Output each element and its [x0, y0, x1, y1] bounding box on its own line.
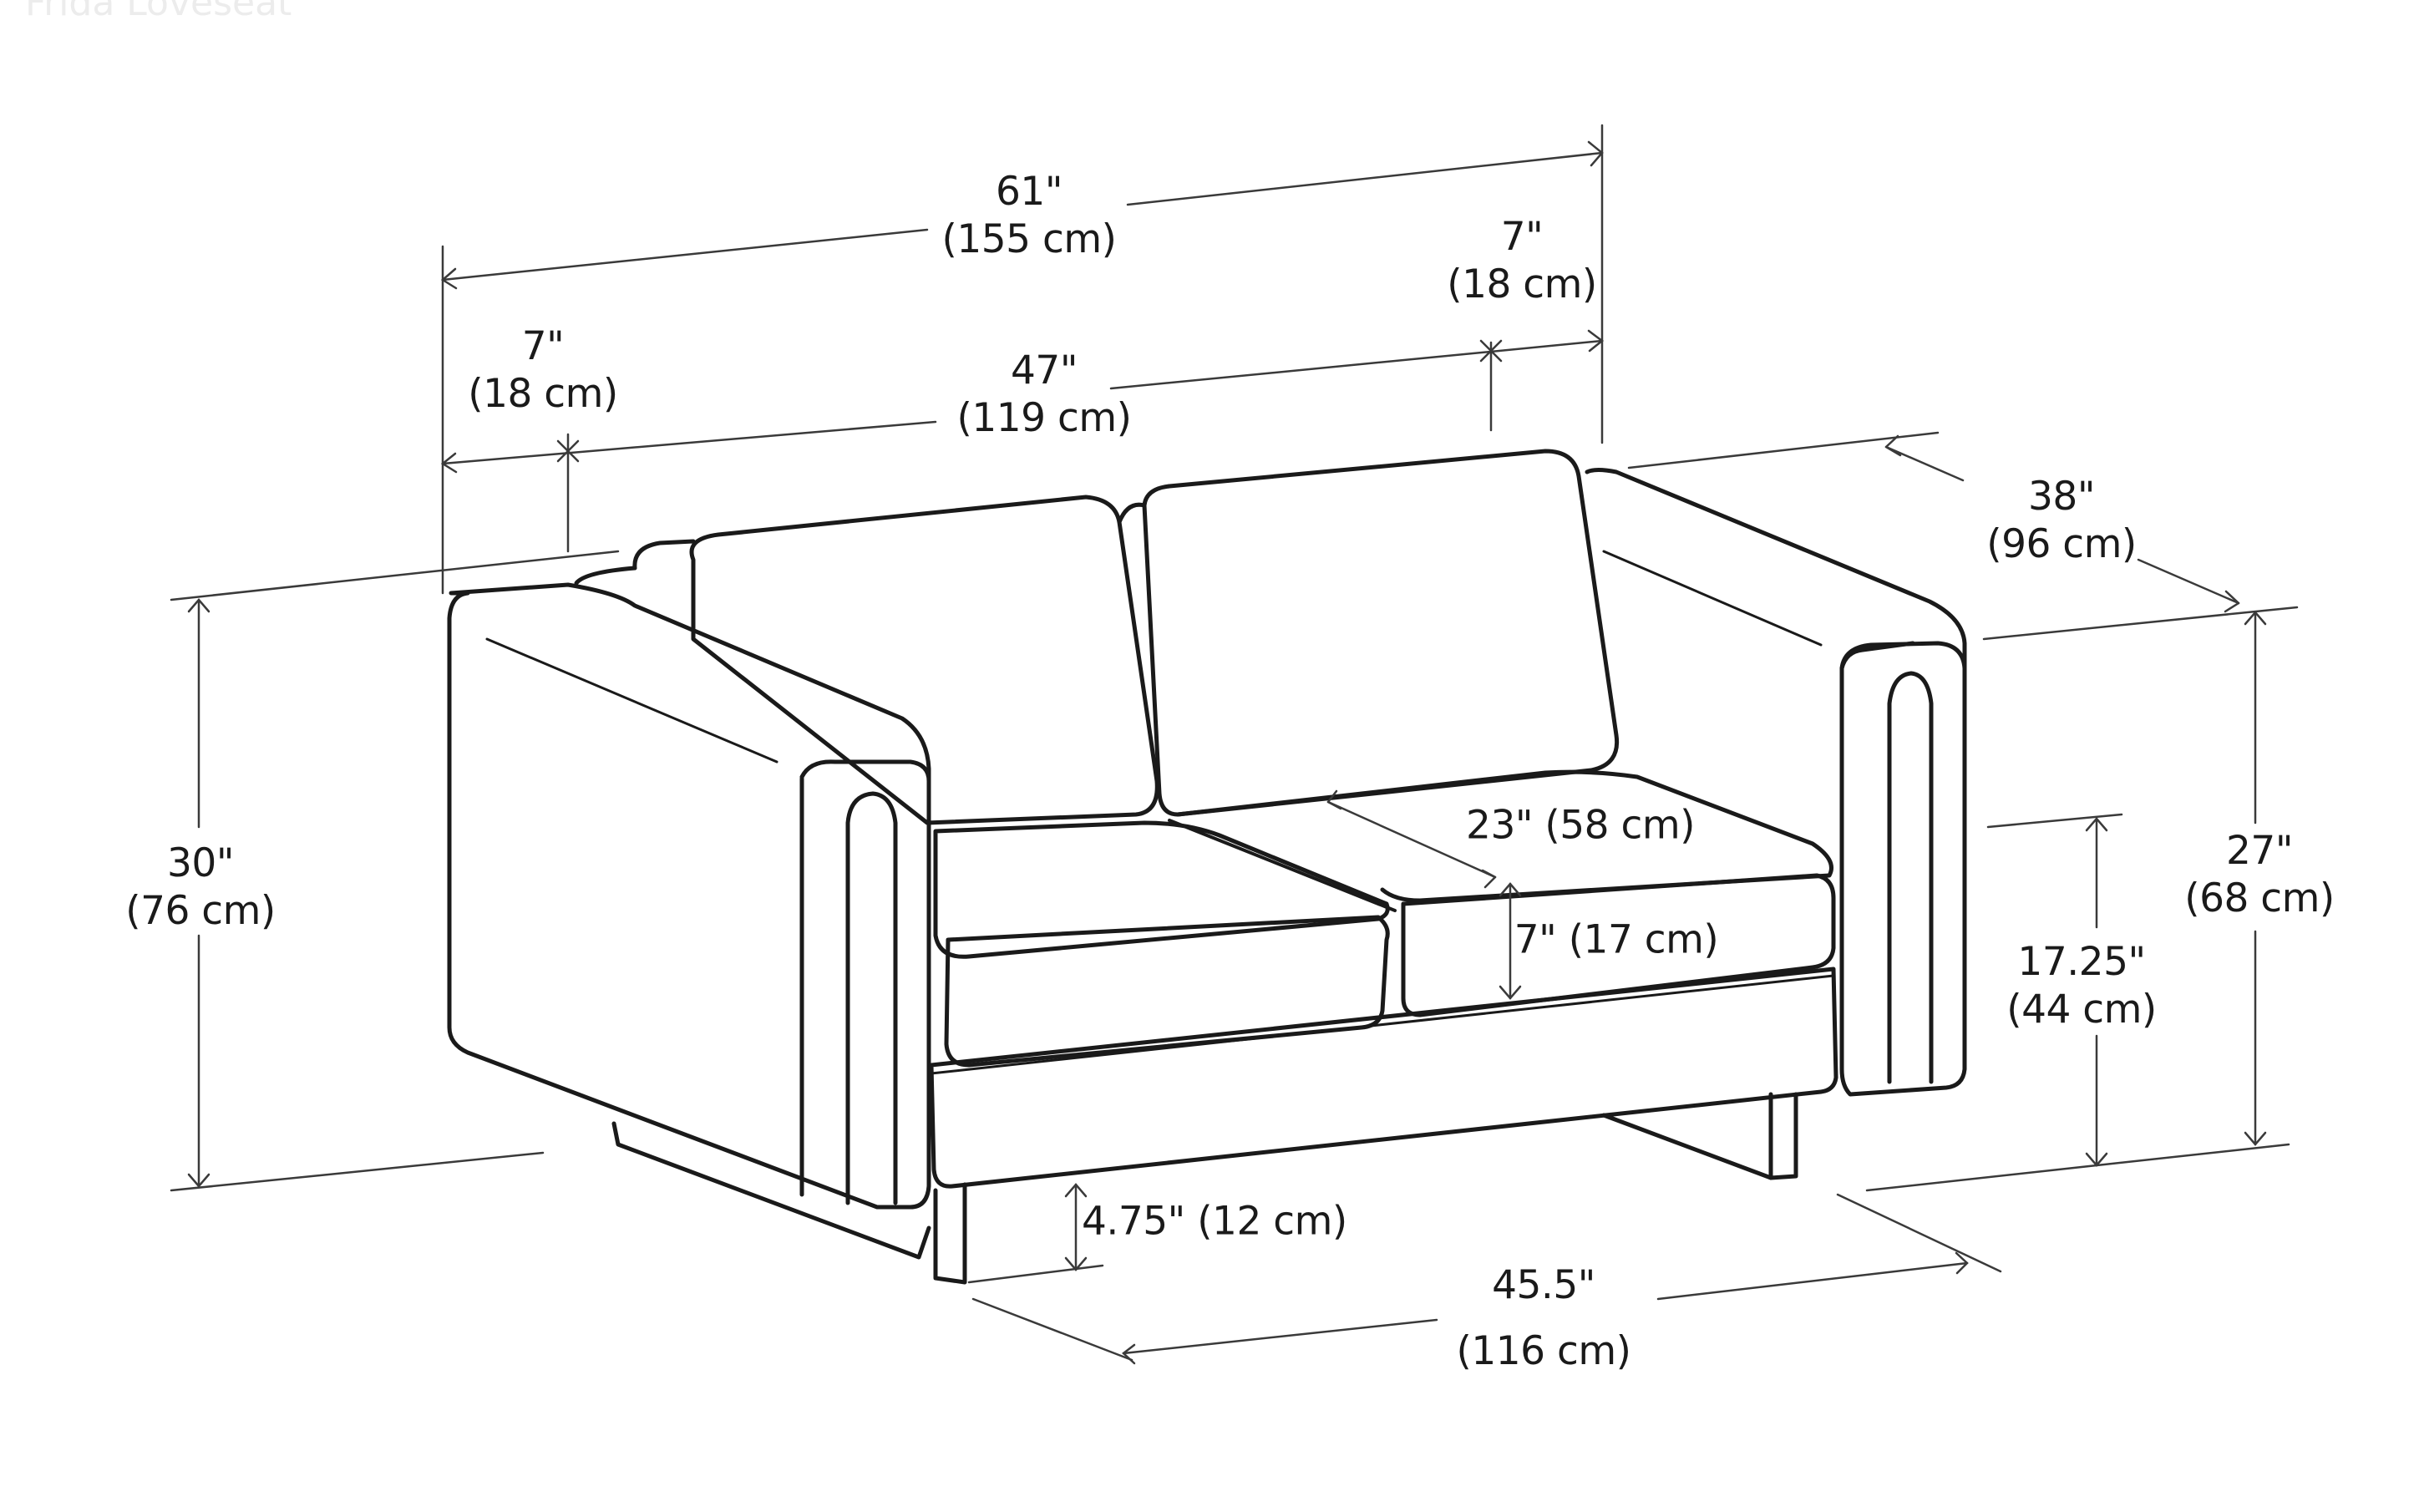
dimension-lines — [170, 124, 2299, 1365]
overall-width-label: 61" (155 cm) — [941, 169, 1117, 262]
seat-height-label: 17.25" (44 cm) — [2006, 939, 2157, 1033]
base-platform — [929, 967, 1838, 1189]
product-title: Frida Loveseat — [25, 0, 292, 24]
overall-height-label: 30" (76 cm) — [125, 840, 276, 934]
seat-depth-label: 23" (58 cm) — [1466, 802, 1695, 849]
seat-width-label: 47" (119 cm) — [956, 348, 1132, 441]
left-arm-groove — [845, 791, 898, 1205]
left-seat-front — [944, 915, 1390, 1068]
overall-depth-label: 38" (96 cm) — [1986, 474, 2137, 567]
leg-height-label: 4.75" (12 cm) — [1082, 1198, 1347, 1245]
sofa-outline — [447, 449, 1967, 1285]
right-arm-groove — [1887, 671, 1934, 1084]
right-arm-front — [1839, 641, 1967, 671]
right-back-cushion — [1142, 449, 1620, 817]
right-leg — [1601, 1092, 1798, 1180]
right-seat-cushion — [1175, 769, 1833, 903]
left-arm — [447, 582, 931, 1210]
right-arm — [1585, 468, 1967, 1097]
right-arm-width-label: 7" (18 cm) — [1447, 214, 1597, 307]
left-back-cushion — [689, 495, 1159, 825]
arm-height-label: 27" (68 cm) — [2184, 828, 2335, 921]
front-left-leg — [933, 1182, 967, 1285]
right-seat-front — [1401, 873, 1836, 1017]
cushion-thickness-label: 7" (17 cm) — [1514, 916, 1719, 963]
base-length-label: 45.5" (116 cm) — [1456, 1262, 1631, 1374]
left-arm-width-label: 7" (18 cm) — [468, 323, 618, 417]
left-arm-front — [799, 759, 931, 784]
back-left-runner — [611, 1121, 931, 1260]
